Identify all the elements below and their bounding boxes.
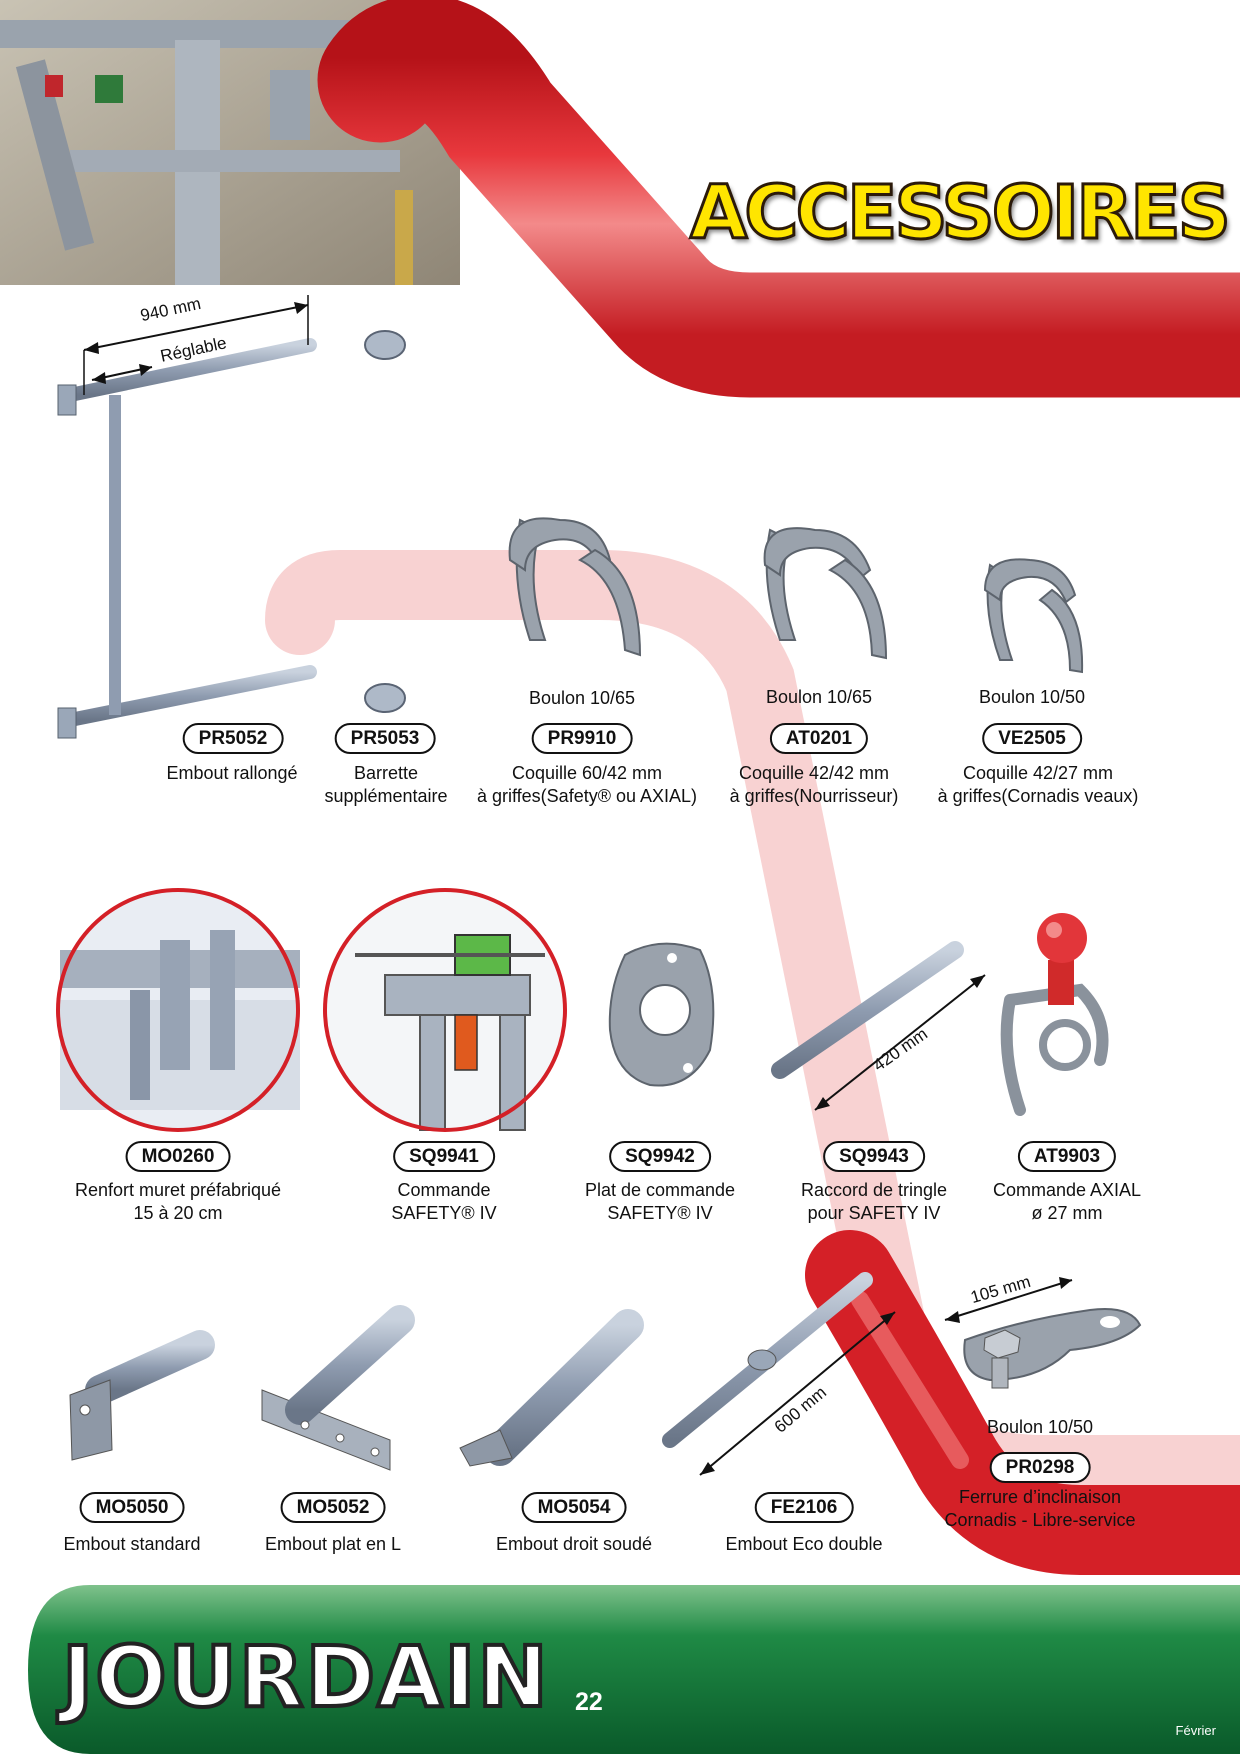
product-desc-sq9942: Plat de commande SAFETY® IV — [584, 1180, 736, 1223]
sq9942-plate-drawing — [608, 942, 715, 1087]
product-code-pr9910: PR9910 — [531, 723, 633, 754]
product-code-fe2106: FE2106 — [754, 1492, 854, 1523]
product-code-at9903: AT9903 — [1017, 1141, 1117, 1172]
product-desc-mo5052: Embout plat en L — [264, 1534, 402, 1554]
clamp-pr9910-drawing — [508, 517, 642, 657]
product-code-mo5054: MO5054 — [521, 1492, 627, 1523]
product-code-pr5052: PR5052 — [182, 723, 284, 754]
product-code-sq9943: SQ9943 — [823, 1141, 925, 1172]
bolt-label: Boulon 10/50 — [986, 1417, 1094, 1437]
bolt-label: Boulon 10/65 — [765, 687, 873, 707]
product-desc-pr0298: Ferrure d’inclinaison Cornadis - Libre-s… — [944, 1487, 1136, 1530]
frame-drawing — [57, 295, 317, 739]
product-desc-pr5052: Embout rallongé — [166, 763, 298, 783]
pr0298-drawing — [944, 1277, 1142, 1389]
bolt-label: Boulon 10/50 — [978, 687, 1086, 707]
product-desc-at0201: Coquille 42/42 mm à griffes(Nourrisseur) — [729, 763, 899, 806]
product-desc-at9903: Commande AXIAL ø 27 mm — [992, 1180, 1142, 1223]
product-code-mo5050: MO5050 — [79, 1492, 185, 1523]
mo5054-drawing — [459, 1309, 644, 1467]
mo5050-drawing — [69, 1330, 215, 1461]
product-desc-pr9910: Coquille 60/42 mm à griffes(Safety® ou A… — [476, 763, 698, 806]
footer-note: Février — [1175, 1723, 1216, 1738]
footer-band — [28, 1585, 1240, 1754]
product-desc-pr5053: Barrette supplémentaire — [324, 763, 448, 806]
product-desc-ve2505: Coquille 42/27 mm à griffes(Cornadis vea… — [937, 763, 1139, 806]
product-code-pr0298: PR0298 — [989, 1452, 1091, 1483]
sq9941-detail-circle — [323, 888, 567, 1132]
product-code-sq9941: SQ9941 — [393, 1141, 495, 1172]
page-number: 22 — [575, 1688, 603, 1716]
clamp-at0201-drawing — [763, 527, 888, 660]
sq9943-rod-drawing — [771, 941, 986, 1111]
product-desc-fe2106: Embout Eco double — [725, 1534, 883, 1554]
fe2106-drawing — [662, 1272, 896, 1476]
product-desc-mo5050: Embout standard — [63, 1534, 201, 1554]
clamp-ve2505-drawing — [983, 558, 1084, 674]
product-desc-sq9941: Commande SAFETY® IV — [391, 1180, 497, 1223]
product-desc-mo5054: Embout droit soudé — [495, 1534, 653, 1554]
product-code-ve2505: VE2505 — [982, 723, 1082, 754]
product-code-mo0260: MO0260 — [125, 1141, 231, 1172]
product-code-mo5052: MO5052 — [280, 1492, 386, 1523]
product-desc-mo0260: Renfort muret préfabriqué 15 à 20 cm — [74, 1180, 282, 1223]
red-tube — [317, 0, 1240, 398]
product-desc-sq9943: Raccord de tringle pour SAFETY IV — [800, 1180, 948, 1223]
page-title: ACCESSOIRES — [689, 169, 1233, 258]
product-code-sq9942: SQ9942 — [609, 1141, 711, 1172]
bar-drawing — [364, 330, 406, 713]
mo5052-drawing — [261, 1305, 415, 1471]
brand-logo: JOURDAIN — [60, 1626, 550, 1728]
bolt-label: Boulon 10/65 — [528, 688, 636, 708]
product-code-at0201: AT0201 — [769, 723, 869, 754]
at9903-drawing — [1000, 913, 1109, 1116]
mo0260-detail-circle — [56, 888, 300, 1132]
product-code-pr5053: PR5053 — [334, 723, 436, 754]
